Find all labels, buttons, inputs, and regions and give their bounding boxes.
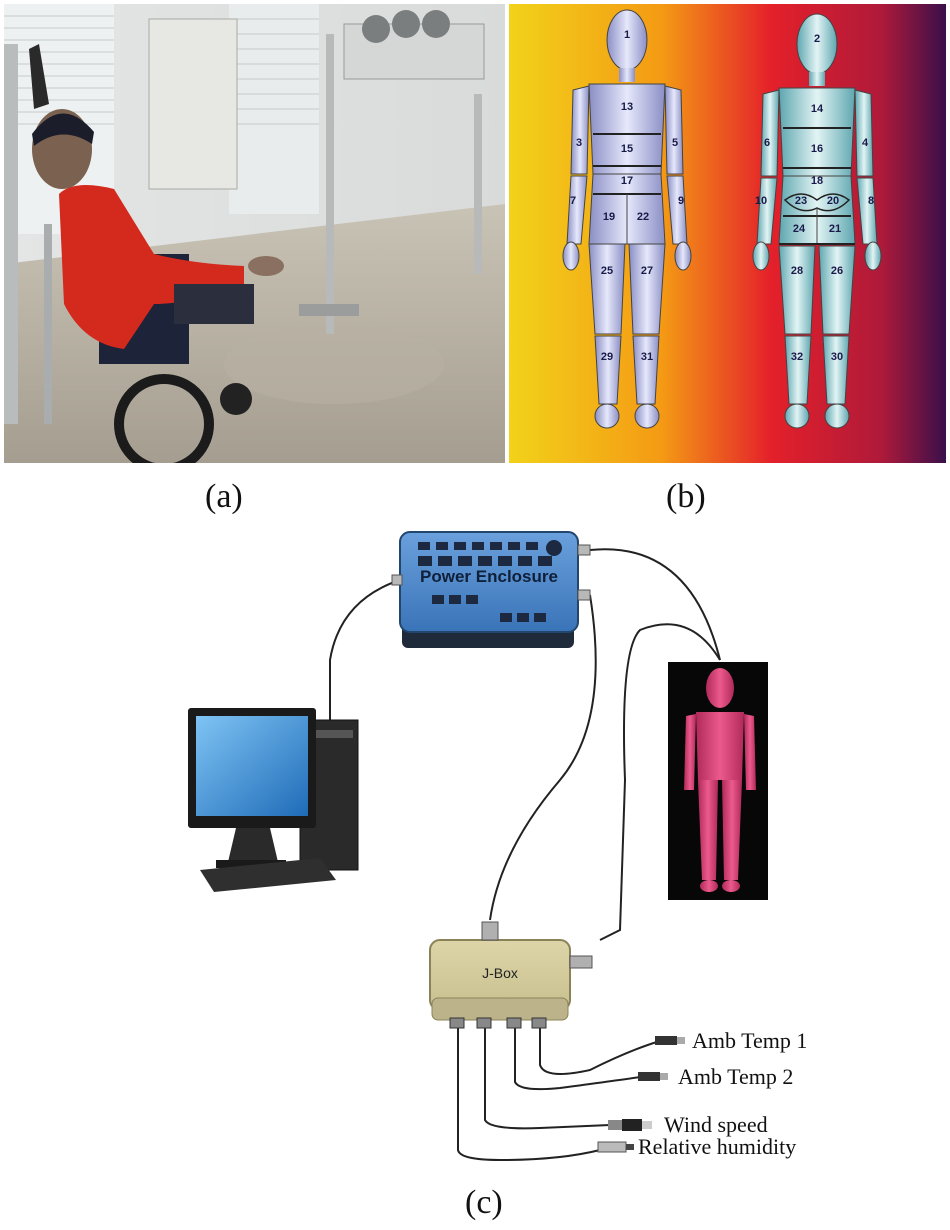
- segment-label: 14: [811, 103, 824, 115]
- sensor-amb-temp-2: Amb Temp 2: [638, 1064, 793, 1089]
- sensor-label: Relative humidity: [638, 1134, 796, 1159]
- segment-label: 7: [570, 195, 576, 207]
- segment-label: 25: [601, 265, 613, 277]
- segment-label: 17: [621, 175, 633, 187]
- segment-label: 19: [603, 211, 615, 223]
- segment-label: 26: [831, 265, 843, 277]
- sensor-label: Wind speed: [664, 1112, 768, 1137]
- segment-label: 15: [621, 143, 633, 155]
- segment-label: 31: [641, 351, 653, 363]
- power-enclosure-label: Power Enclosure: [420, 567, 558, 586]
- segment-label: 4: [862, 137, 869, 149]
- segment-label: 16: [811, 143, 823, 155]
- segment-label: 20: [827, 195, 839, 207]
- segment-label: 29: [601, 351, 613, 363]
- panel-label-c: (c): [465, 1184, 503, 1221]
- segment-label: 21: [829, 223, 841, 235]
- segment-label: 23: [795, 195, 807, 207]
- segment-label: 32: [791, 351, 803, 363]
- sensor-wind-speed: Wind speed: [608, 1112, 768, 1137]
- segment-label: 2: [814, 33, 820, 45]
- j-box-label: J-Box: [482, 965, 518, 981]
- panel-label-a: (a): [205, 478, 243, 515]
- segment-label: 18: [811, 175, 823, 187]
- thermal-segment-map: 1 13 15 17 3 5 7 9 19 22 25 27 29 31: [509, 4, 946, 463]
- sensor-label: Amb Temp 1: [692, 1028, 807, 1053]
- segment-label: 10: [755, 195, 767, 207]
- sensor-amb-temp-1: Amb Temp 1: [655, 1028, 807, 1053]
- segment-label: 8: [868, 195, 874, 207]
- computer: [188, 708, 359, 892]
- segment-label: 3: [576, 137, 582, 149]
- segment-label: 5: [672, 137, 678, 149]
- front-manikin: 1 13 15 17 3 5 7 9 19 22 25 27 29 31: [562, 9, 692, 429]
- segment-label: 9: [678, 195, 684, 207]
- segment-label: 6: [764, 137, 770, 149]
- system-diagram: Power Enclosure: [0, 520, 950, 1200]
- segment-label: 13: [621, 101, 633, 113]
- segment-label: 30: [831, 351, 843, 363]
- sensor-label: Amb Temp 2: [678, 1064, 793, 1089]
- panel-label-b: (b): [666, 478, 706, 515]
- segment-label: 24: [793, 223, 806, 235]
- segment-label: 27: [641, 265, 653, 277]
- photo-manikin-wheelchair: [4, 4, 505, 463]
- power-enclosure: Power Enclosure: [391, 531, 591, 648]
- segment-label: 28: [791, 265, 803, 277]
- j-box: J-Box: [429, 921, 593, 1029]
- manikin-thermal-image: [668, 662, 768, 900]
- segment-label: 22: [637, 211, 649, 223]
- segment-label: 1: [624, 29, 630, 41]
- sensor-relative-humidity: Relative humidity: [597, 1134, 796, 1159]
- back-manikin: 2 14 16 18 6 4 10 8 23 20 24 21 28 26 32…: [752, 13, 882, 429]
